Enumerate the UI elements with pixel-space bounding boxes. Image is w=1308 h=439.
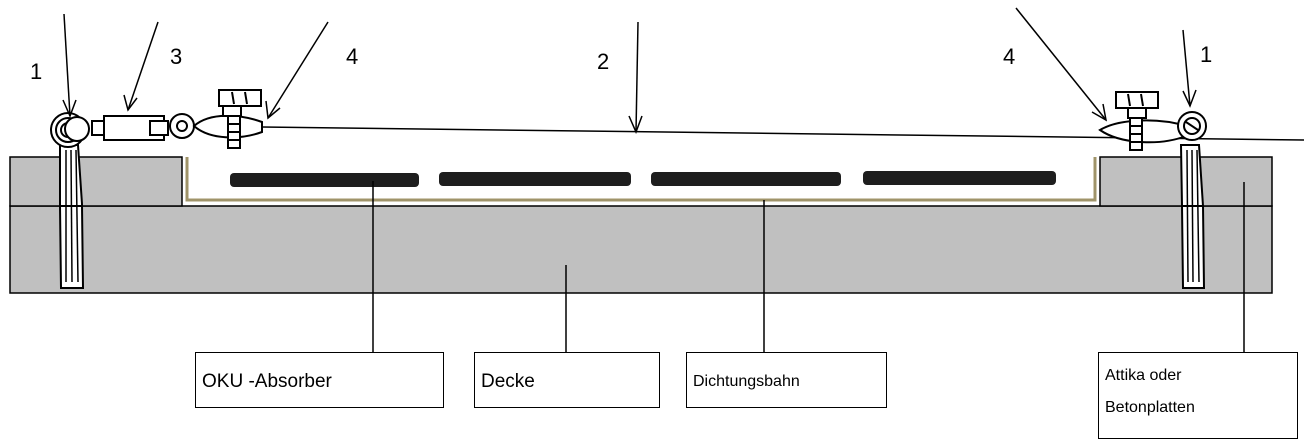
absorber-panel xyxy=(439,172,631,186)
callout-number-3: 3 xyxy=(170,44,182,69)
label-dichtungsbahn-text: Dichtungsbahn xyxy=(693,373,800,390)
callout-arrows xyxy=(62,7,1197,134)
callout-number-4-left: 4 xyxy=(346,44,358,69)
anchor-left xyxy=(50,112,90,289)
label-decke: Decke xyxy=(474,352,660,408)
callout-number-1-right: 1 xyxy=(1200,42,1212,67)
wire-clamp-left xyxy=(192,89,263,149)
absorber-panel xyxy=(651,172,841,186)
label-dichtungsbahn: Dichtungsbahn xyxy=(686,352,887,408)
label-absorber: OKU -Absorber xyxy=(195,352,444,408)
leader-lines xyxy=(372,181,1245,352)
callout-number-2: 2 xyxy=(597,49,609,74)
label-attika: Attika oder Betonplatten xyxy=(1098,352,1298,439)
wire-clamp-right xyxy=(1098,91,1187,151)
slab-decke xyxy=(9,205,1273,294)
absorber-panel xyxy=(230,173,419,187)
parapet-block-left xyxy=(9,156,183,207)
sealing-membrane xyxy=(185,157,1097,202)
label-attika-line1: Attika oder xyxy=(1105,367,1182,384)
label-attika-line2: Betonplatten xyxy=(1105,399,1195,416)
label-decke-text: Decke xyxy=(481,371,535,392)
callout-number-1-left: 1 xyxy=(30,59,42,84)
turnbuckle xyxy=(91,113,195,141)
anchor-right xyxy=(1177,111,1207,289)
label-absorber-text: OKU -Absorber xyxy=(202,371,332,392)
callout-number-4-right: 4 xyxy=(1003,44,1015,69)
absorber-panel xyxy=(863,171,1056,185)
